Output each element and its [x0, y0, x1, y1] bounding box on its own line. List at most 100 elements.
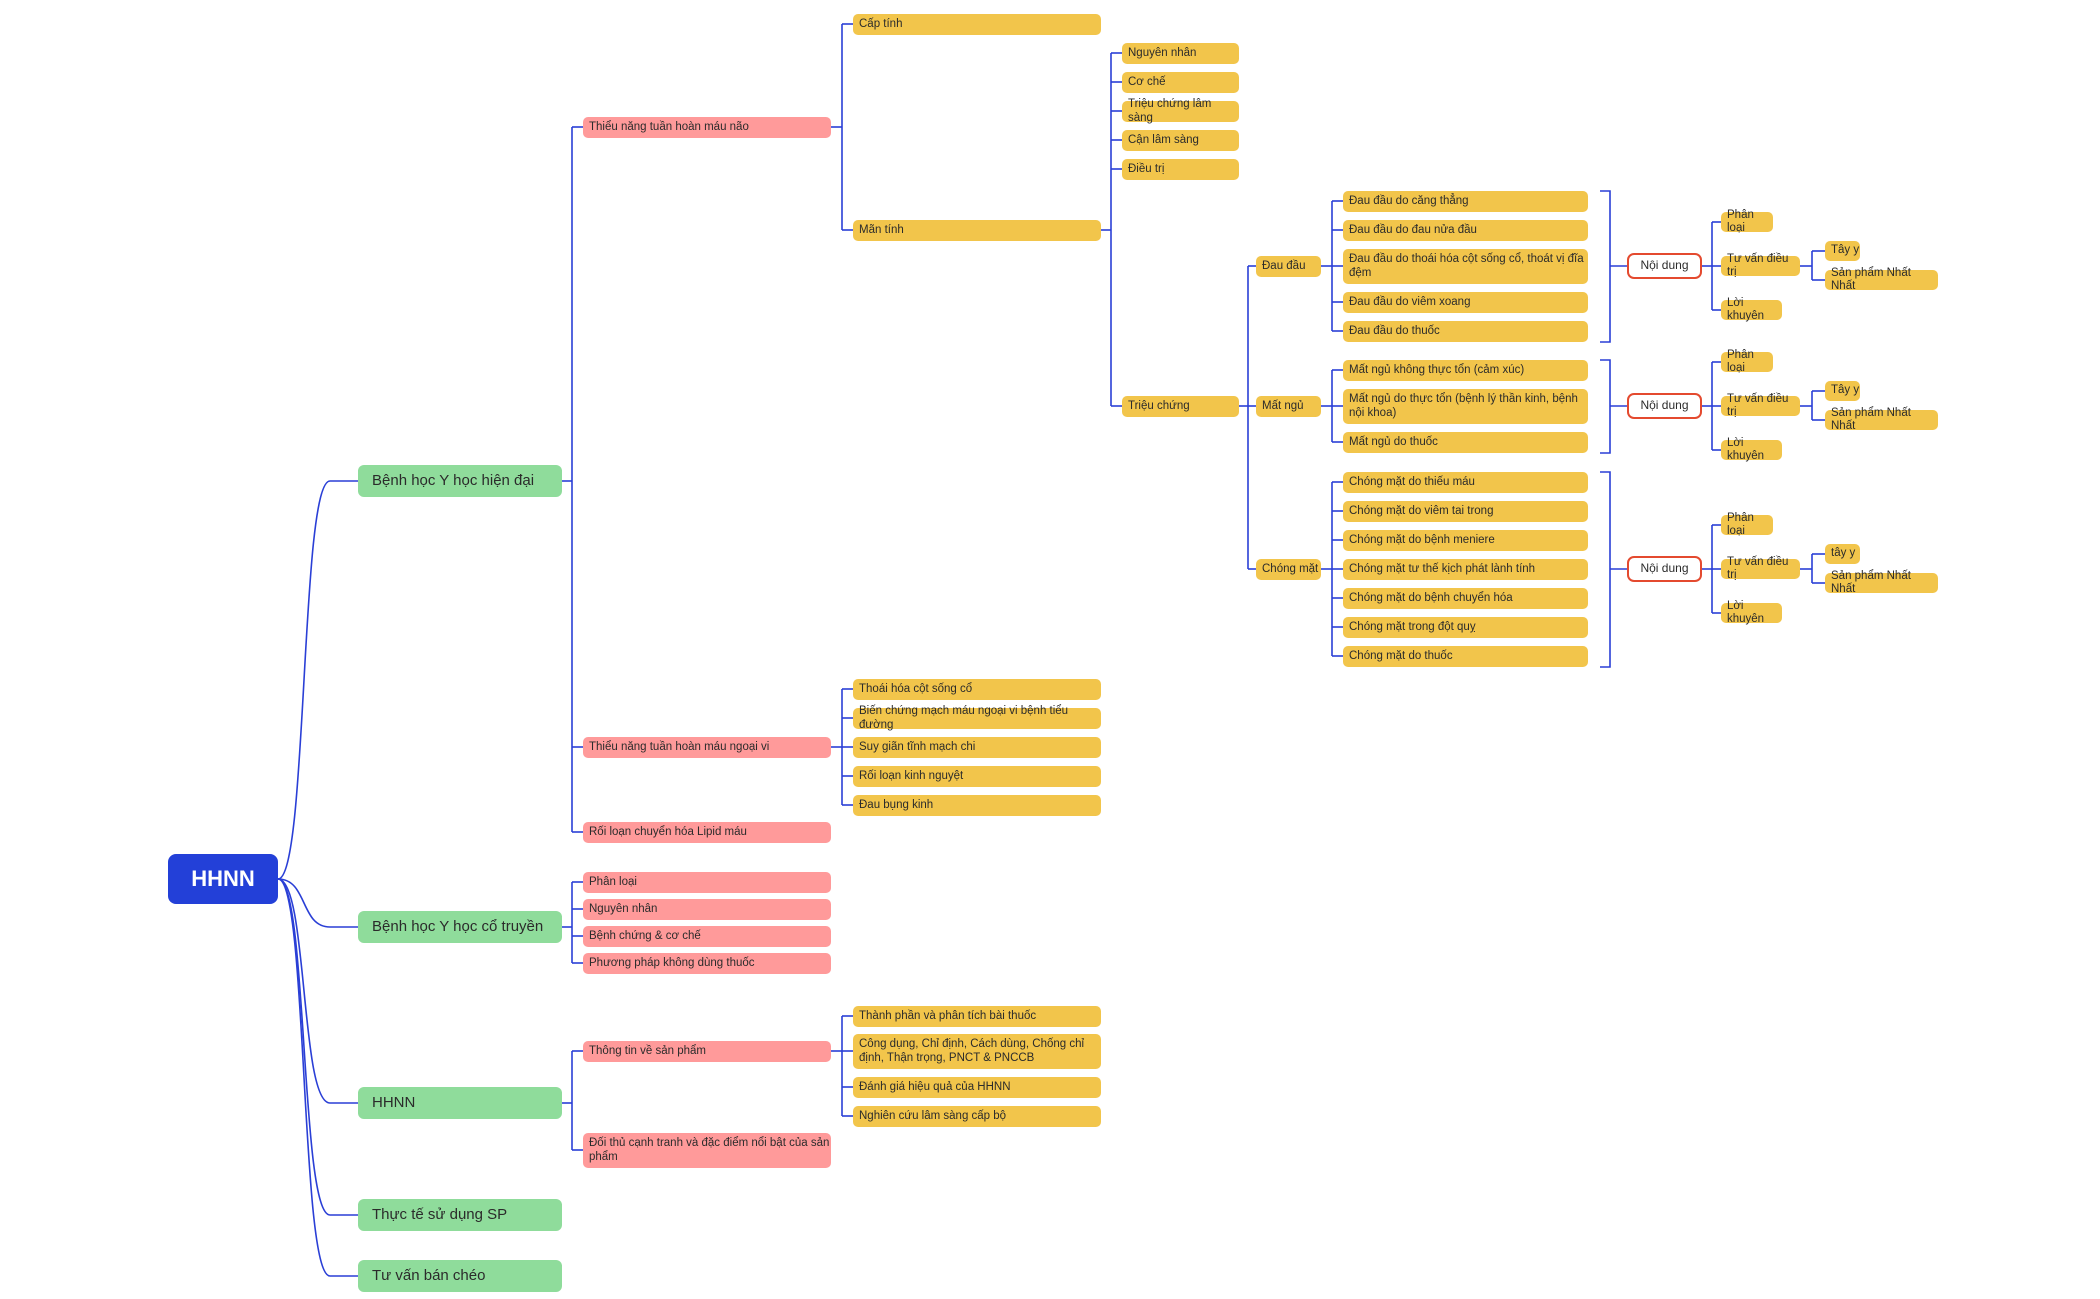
peripheral-item-label: Rối loạn kinh nguyệt	[859, 769, 964, 782]
summary-product[interactable]: Sản phẩm Nhất Nhất	[1825, 569, 1938, 595]
summary-western-label: Tây y	[1831, 244, 1860, 257]
node-product-info[interactable]: Thông tin về sản phẩm	[583, 1041, 831, 1062]
peripheral-item-label: Suy giãn tĩnh mạch chi	[859, 740, 976, 753]
summary-advice[interactable]: Tư vấn điều trị	[1721, 393, 1800, 418]
peripheral-item[interactable]: Biến chứng mạch máu ngoại vi bệnh tiểu đ…	[853, 705, 1101, 731]
summary-classify[interactable]: Phân loại	[1721, 209, 1773, 234]
dizziness-item-label: Chóng mặt do viêm tai trong	[1349, 504, 1494, 517]
chronic-item-label: Điều trị	[1128, 162, 1165, 175]
node-headache-label: Đau đầu	[1262, 259, 1306, 272]
node-acute[interactable]: Cấp tính	[853, 14, 1101, 35]
product-info-item[interactable]: Nghiên cứu lâm sàng cấp bộ	[853, 1106, 1101, 1127]
summary-classify[interactable]: Phân loại	[1721, 349, 1773, 374]
traditional-item[interactable]: Bệnh chứng & cơ chế	[583, 926, 831, 947]
headache-item[interactable]: Đau đầu do thoái hóa cột sống cổ, thoát …	[1343, 249, 1588, 284]
node-insomnia[interactable]: Mất ngủ	[1256, 396, 1321, 417]
summary-product[interactable]: Sản phẩm Nhất Nhất	[1825, 267, 1938, 292]
dizziness-item[interactable]: Chóng mặt do bệnh meniere	[1343, 530, 1588, 551]
root-connector	[277, 480, 358, 880]
traditional-item[interactable]: Phương pháp không dùng thuốc	[583, 953, 831, 974]
node-symptoms[interactable]: Triệu chứng	[1122, 396, 1239, 417]
dizziness-item[interactable]: Chóng mặt trong đột quỵ	[1343, 617, 1588, 638]
chronic-item[interactable]: Cơ chế	[1122, 72, 1239, 93]
headache-item-label: Đau đầu do đau nửa đầu	[1349, 223, 1477, 236]
root-label: HHNN	[191, 866, 255, 892]
summary-node[interactable]: Nội dung	[1627, 393, 1702, 419]
peripheral-item[interactable]: Thoái hóa cột sống cổ	[853, 679, 1101, 700]
summary-brace	[1600, 471, 1611, 668]
summary-classify-label: Phân loại	[1727, 511, 1754, 537]
summary-brace	[1600, 190, 1611, 343]
dizziness-item[interactable]: Chóng mặt do thuốc	[1343, 646, 1588, 667]
summary-node[interactable]: Nội dung	[1627, 253, 1702, 279]
dizziness-item[interactable]: Chóng mặt tư thế kịch phát lành tính	[1343, 559, 1588, 580]
branch-usage[interactable]: Thực tế sử dụng SP	[358, 1199, 562, 1231]
headache-item[interactable]: Đau đầu do đau nửa đầu	[1343, 220, 1588, 241]
root-connector	[277, 878, 358, 1277]
dizziness-item[interactable]: Chóng mặt do viêm tai trong	[1343, 501, 1588, 522]
chronic-item[interactable]: Triệu chứng lâm sàng	[1122, 98, 1239, 124]
node-competitors[interactable]: Đối thủ cạnh tranh và đặc điểm nổi bật c…	[583, 1133, 831, 1168]
node-headache[interactable]: Đau đầu	[1256, 256, 1321, 277]
headache-item[interactable]: Đau đầu do thuốc	[1343, 321, 1588, 342]
node-lipid[interactable]: Rối loạn chuyển hóa Lipid máu	[583, 822, 831, 843]
product-info-item-label: Đánh giá hiệu quả của HHNN	[859, 1080, 1011, 1093]
summary-western[interactable]: Tây y	[1825, 241, 1860, 261]
summary-node[interactable]: Nội dung	[1627, 556, 1702, 582]
dizziness-item[interactable]: Chóng mặt do bệnh chuyển hóa	[1343, 588, 1588, 609]
dizziness-item-label: Chóng mặt tư thế kịch phát lành tính	[1349, 562, 1536, 575]
root-connector	[277, 878, 358, 928]
node-dizziness[interactable]: Chóng mặt	[1256, 559, 1321, 580]
branch-traditional[interactable]: Bệnh học Y học cổ truyền	[358, 911, 562, 943]
branch-product[interactable]: HHNN	[358, 1087, 562, 1119]
node-dizziness-label: Chóng mặt	[1262, 562, 1319, 575]
headache-item[interactable]: Đau đầu do căng thẳng	[1343, 191, 1588, 212]
chronic-item[interactable]: Điều trị	[1122, 159, 1239, 180]
product-info-item[interactable]: Công dụng, Chỉ định, Cách dùng, Chống ch…	[853, 1034, 1101, 1069]
summary-label: Nội dung	[1640, 561, 1689, 576]
product-info-item[interactable]: Thành phần và phân tích bài thuốc	[853, 1006, 1101, 1027]
insomnia-item[interactable]: Mất ngủ không thực tổn (cảm xúc)	[1343, 360, 1588, 381]
summary-advice[interactable]: Tư vấn điều trị	[1721, 555, 1800, 581]
product-info-item[interactable]: Đánh giá hiệu quả của HHNN	[853, 1077, 1101, 1098]
headache-item[interactable]: Đau đầu do viêm xoang	[1343, 292, 1588, 313]
summary-tips-label: Lời khuyên	[1727, 436, 1765, 462]
chronic-item[interactable]: Cận lâm sàng	[1122, 130, 1239, 151]
node-chronic[interactable]: Mãn tính	[853, 220, 1101, 241]
summary-advice-label: Tư vấn điều trị	[1727, 555, 1789, 581]
traditional-item[interactable]: Phân loại	[583, 872, 831, 893]
peripheral-item[interactable]: Rối loạn kinh nguyệt	[853, 766, 1101, 787]
traditional-item[interactable]: Nguyên nhân	[583, 899, 831, 920]
branch-modern-label: Bệnh học Y học hiện đại	[372, 472, 535, 490]
insomnia-item[interactable]: Mất ngủ do thuốc	[1343, 432, 1588, 453]
summary-western[interactable]: Tây y	[1825, 381, 1860, 401]
node-chronic-label: Mãn tính	[859, 223, 904, 236]
summary-product[interactable]: Sản phẩm Nhất Nhất	[1825, 406, 1938, 432]
dizziness-item-label: Chóng mặt trong đột quỵ	[1349, 620, 1476, 633]
dizziness-item[interactable]: Chóng mặt do thiếu máu	[1343, 472, 1588, 493]
root-node[interactable]: HHNN	[168, 854, 278, 904]
summary-tips[interactable]: Lời khuyên	[1721, 436, 1782, 462]
peripheral-item[interactable]: Đau bụng kinh	[853, 795, 1101, 816]
summary-brace	[1600, 359, 1611, 454]
chronic-item[interactable]: Nguyên nhân	[1122, 43, 1239, 64]
branch-crosssell[interactable]: Tư vấn bán chéo	[358, 1260, 562, 1292]
summary-tips[interactable]: Lời khuyên	[1721, 296, 1782, 322]
insomnia-item[interactable]: Mất ngủ do thực tổn (bệnh lý thần kinh, …	[1343, 389, 1588, 424]
peripheral-item[interactable]: Suy giãn tĩnh mạch chi	[853, 737, 1101, 758]
branch-modern[interactable]: Bệnh học Y học hiện đại	[358, 465, 562, 497]
summary-tips-label: Lời khuyên	[1727, 296, 1765, 322]
summary-label: Nội dung	[1640, 258, 1689, 273]
chronic-item-label: Cận lâm sàng	[1128, 133, 1199, 146]
insomnia-item-label: Mất ngủ do thực tổn (bệnh lý thần kinh, …	[1349, 393, 1578, 419]
node-peripheral[interactable]: Thiểu năng tuần hoàn máu ngoại vi	[583, 737, 831, 758]
summary-product-label: Sản phẩm Nhất Nhất	[1831, 569, 1911, 595]
summary-tips[interactable]: Lời khuyên	[1721, 600, 1782, 625]
summary-western[interactable]: tây y	[1825, 544, 1860, 564]
summary-product-label: Sản phẩm Nhất Nhất	[1831, 406, 1911, 432]
node-cerebral[interactable]: Thiểu năng tuần hoàn máu não	[583, 117, 831, 138]
dizziness-item-label: Chóng mặt do bệnh meniere	[1349, 533, 1495, 546]
summary-advice[interactable]: Tư vấn điều trị	[1721, 253, 1800, 278]
product-info-item-label: Công dụng, Chỉ định, Cách dùng, Chống ch…	[859, 1038, 1085, 1064]
summary-classify[interactable]: Phân loại	[1721, 511, 1773, 537]
